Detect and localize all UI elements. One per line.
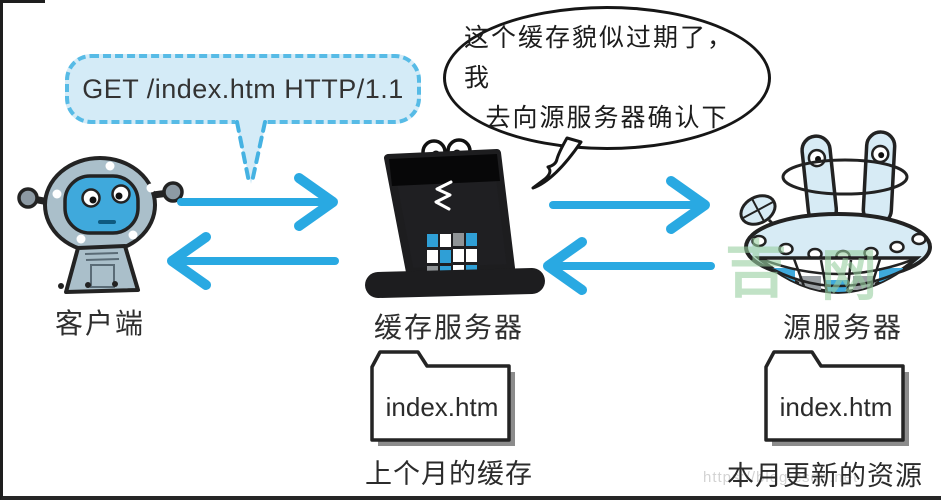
origin-server-label: 源服务器 — [782, 312, 903, 343]
thought-bubble-tail-icon — [531, 136, 583, 190]
request-bubble: GET /index.htm HTTP/1.1 — [65, 54, 421, 124]
origin-folder-filename: index.htm — [779, 392, 893, 422]
client-label: 客户端 — [54, 308, 145, 339]
thought-line-2: 去向源服务器确认下 — [485, 104, 729, 132]
thought-line-1: 这个缓存貌似过期了，我 — [464, 24, 735, 92]
cache-server-icon — [365, 138, 545, 299]
cache-folder-caption: 上个月的缓存 — [365, 459, 533, 489]
arrow-origin-to-cache — [543, 237, 715, 295]
top-left-border-fragment — [3, 0, 45, 3]
request-text: GET /index.htm HTTP/1.1 — [82, 73, 404, 104]
origin-server-icon — [739, 130, 932, 294]
url-watermark: https://blog.csdn.net — [703, 469, 859, 486]
cache-folder-icon — [370, 350, 515, 446]
cache-folder-filename: index.htm — [385, 392, 499, 422]
cache-server-label: 缓存服务器 — [373, 312, 524, 343]
origin-folder-icon — [764, 350, 909, 446]
arrow-cache-to-client — [167, 232, 339, 290]
origin-folder-caption: 本月更新的资源 — [727, 461, 923, 491]
site-watermark-right: 网 — [821, 244, 877, 307]
request-bubble-tail-icon — [235, 120, 267, 184]
cache-thought-bubble: 这个缓存貌似过期了，我 去向源服务器确认下 — [443, 6, 771, 150]
client-robot-icon — [17, 156, 184, 294]
site-watermark-left: 吉 — [725, 236, 788, 305]
